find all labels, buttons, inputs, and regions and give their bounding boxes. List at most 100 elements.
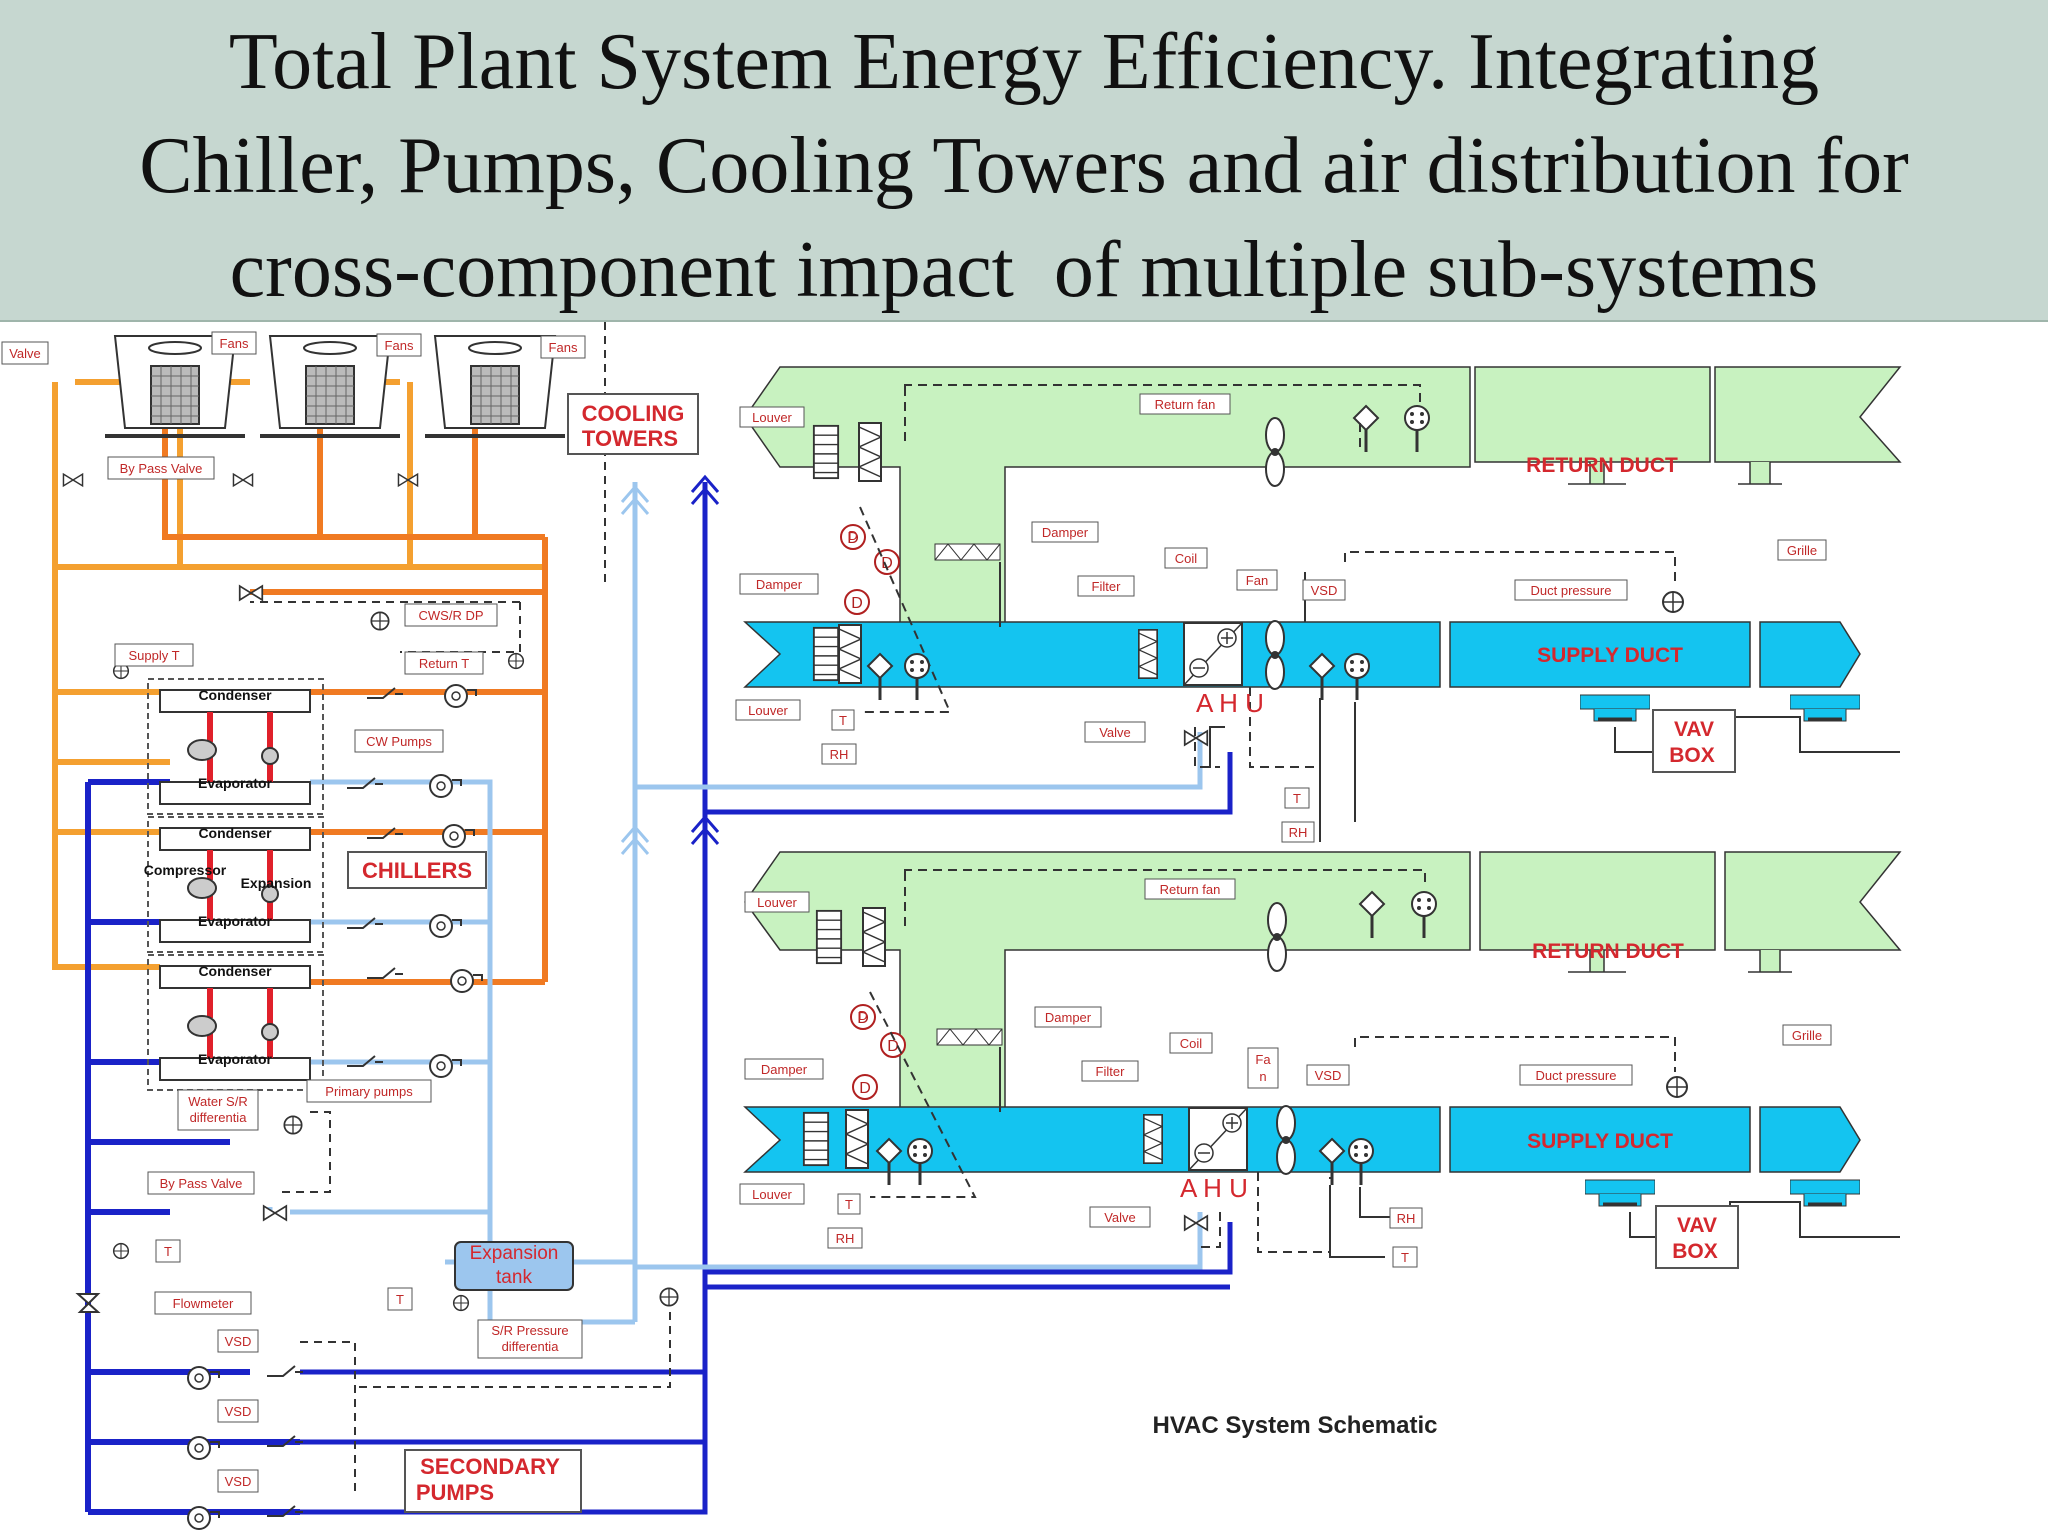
chiller-group [147,678,324,1091]
cooling-tower-group [105,334,565,438]
condenser-label: Condenser [198,825,272,841]
duct-pressure-sensor-icon [1662,591,1684,613]
sensor-icon [659,1287,679,1307]
return-duct-label: RETURN DUCT [1532,940,1684,963]
title-banner: Total Plant System Energy Efficiency. In… [0,0,2048,322]
pump-icon [429,914,462,938]
pump-icon [444,684,477,708]
sensor-icon [370,611,390,631]
supply-duct-label: SUPPLY DUCT [1527,1130,1673,1153]
louver-label: Louver [752,410,792,425]
damper-blade-icon [845,1109,869,1169]
plant-valves [62,473,679,1313]
expansion-tank-label-2: tank [496,1267,532,1288]
fans-label: Fans [385,338,414,353]
damper-label: Damper [1045,1010,1092,1025]
fans-label: Fans [220,336,249,351]
return-fan-label: Return fan [1155,397,1216,412]
return-t-label: Return T [419,656,469,671]
coil-label: Coil [1175,551,1198,566]
louver-bottom-label: Louver [752,1187,792,1202]
expansion-tank [454,1241,574,1291]
compressor-label: Compressor [144,862,227,878]
condenser-label: Condenser [198,963,272,979]
fan-label: Fan [1246,573,1268,588]
coil-icon [1188,1107,1248,1171]
flowmeter-label: Flowmeter [173,1296,234,1311]
valve-icon [62,473,84,487]
valve-icon [262,1205,288,1221]
evaporator-label: Evaporator [198,913,272,929]
valve-label: Valve [1099,725,1131,740]
rh-label: RH [1397,1211,1416,1226]
duct-pressure-label: Duct pressure [1531,583,1612,598]
hvac-schematic: D [1,322,1902,1530]
return-duct-label: RETURN DUCT [1526,454,1678,477]
louver-icon [812,424,840,480]
cw-pumps-label: CW Pumps [366,734,432,749]
expansion-label: Expansion [241,875,312,891]
t-label: T [164,1244,172,1259]
pump-icon [442,824,475,848]
water-sr-label-2: differentia [190,1110,248,1125]
page-title: Total Plant System Energy Efficiency. In… [0,10,2048,322]
damper-blade-icon [862,907,886,967]
bypass-valve-2-label: By Pass Valve [160,1176,243,1191]
supply-duct-label: SUPPLY DUCT [1537,644,1683,667]
return-fan-label: Return fan [1160,882,1221,897]
sensor-icon [452,1294,470,1312]
water-sr-label: Water S/R [188,1094,247,1109]
evaporator-label: Evaporator [198,775,272,791]
secondary-pumps-label-2: PUMPS [416,1480,494,1505]
chiller-labels: Condenser Evaporator Condenser Compresso… [144,687,312,1067]
rh-label: RH [830,747,849,762]
vav-box-label-2: BOX [1672,1240,1718,1263]
plant-labels: Fans Fans Fans Valve By Pass Valve CWS/R… [1,331,586,1493]
valve-icon [232,473,254,487]
valve-icon [1183,1214,1209,1232]
damper-label: Damper [1042,525,1089,540]
secondary-pumps-label: SECONDARY [420,1454,560,1479]
primary-pumps-label: Primary pumps [325,1084,413,1099]
expansion-tank-label: Expansion [470,1243,559,1264]
title-line-2: Chiller, Pumps, Cooling Towers and air d… [139,122,1909,210]
condenser-label: Condenser [198,687,272,703]
vav-icon [1585,1178,1655,1208]
damper-blade-icon [838,624,862,684]
fan-label-2: n [1259,1069,1266,1084]
t-label: T [839,713,847,728]
vsd-label: VSD [225,1334,252,1349]
grille-label: Grille [1787,543,1817,558]
vsd-label: VSD [225,1404,252,1419]
flowmeter-icon [75,1293,101,1313]
check-valve-icon [366,967,404,979]
sensor-icon [283,1115,303,1135]
fans-label: Fans [549,340,578,355]
duct-pressure-sensor-icon [1666,1076,1688,1098]
sr-pressure-label-2: differentia [502,1339,560,1354]
bypass-valve-label: By Pass Valve [120,461,203,476]
sr-pressure-label: S/R Pressure [491,1323,568,1338]
duct-pressure-label: Duct pressure [1536,1068,1617,1083]
valve-label: Valve [9,346,41,361]
t-label: T [845,1197,853,1212]
title-line-3: cross-component impact of multiple sub-s… [229,226,1819,314]
rh-label: RH [836,1231,855,1246]
damper-left-label: Damper [761,1062,808,1077]
louver-icon [812,626,840,682]
title-line-1: Total Plant System Energy Efficiency. In… [228,18,1820,106]
damper-sensor-icon [852,1074,878,1100]
cwsr-dp-label: CWS/R DP [419,608,484,623]
louver-label: Louver [757,895,797,910]
valve-label: Valve [1104,1210,1136,1225]
coil-label: Coil [1180,1036,1203,1051]
louver-bottom-label: Louver [748,703,788,718]
supply-t-label: Supply T [128,648,179,663]
schematic-caption: HVAC System Schematic [1153,1412,1438,1439]
vav-box-label-2: BOX [1669,744,1715,767]
louver-icon [802,1111,830,1167]
pump-icon [429,1054,462,1078]
damper-blade-icon [858,422,882,482]
ahu-label: A H U [1180,1173,1248,1203]
damper-left-label: Damper [756,577,803,592]
